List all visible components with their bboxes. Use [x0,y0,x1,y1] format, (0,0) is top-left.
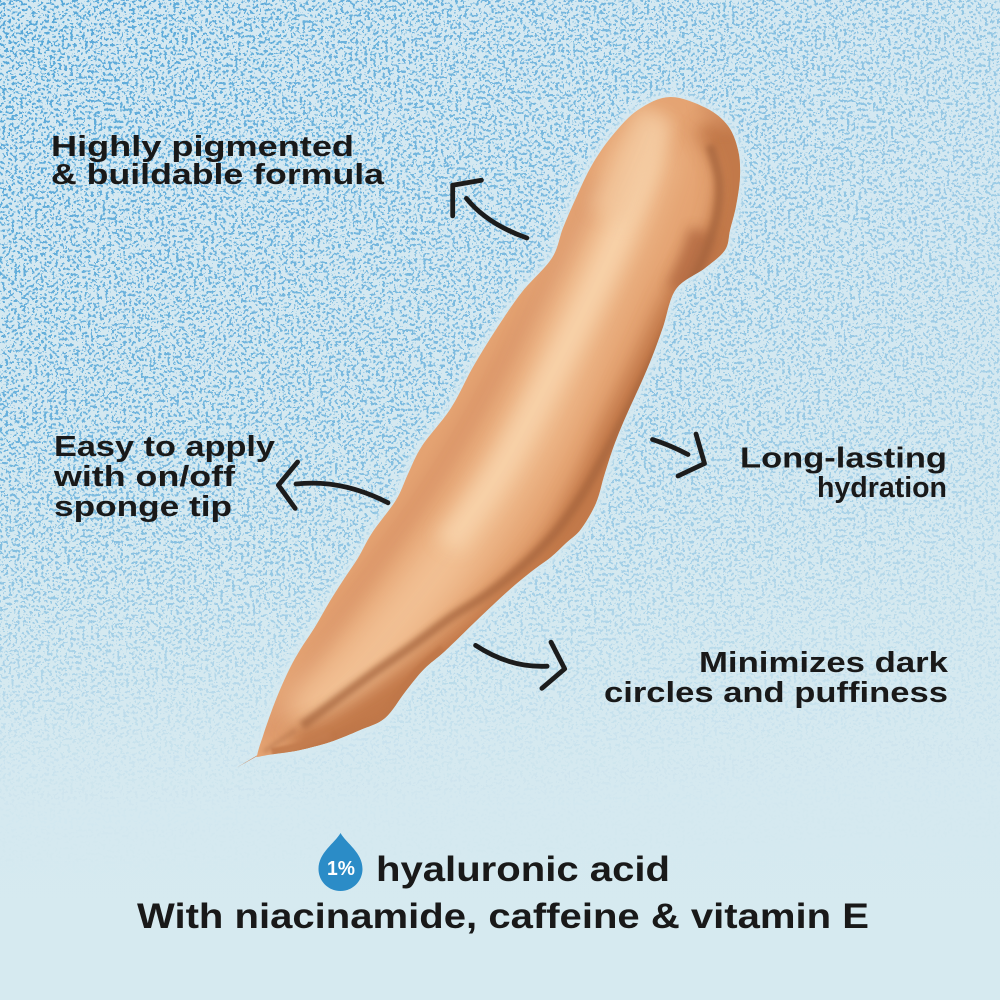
svg-text:hydration: hydration [817,472,947,504]
svg-text:Highly pigmented: Highly pigmented [51,131,354,163]
svg-text:1%: 1% [327,857,355,880]
svg-text:circles and puffiness: circles and puffiness [604,677,948,709]
svg-text:& buildable formula: & buildable formula [51,159,385,191]
svg-text:Minimizes dark: Minimizes dark [699,647,949,679]
svg-text:With niacinamide, caffeine & v: With niacinamide, caffeine & vitamin E [137,896,869,936]
svg-text:Long-lasting: Long-lasting [740,443,947,475]
svg-text:hyaluronic acid: hyaluronic acid [376,849,670,889]
svg-text:with on/off: with on/off [53,461,236,493]
svg-text:Easy to apply: Easy to apply [54,431,275,463]
svg-text:sponge tip: sponge tip [54,491,232,523]
